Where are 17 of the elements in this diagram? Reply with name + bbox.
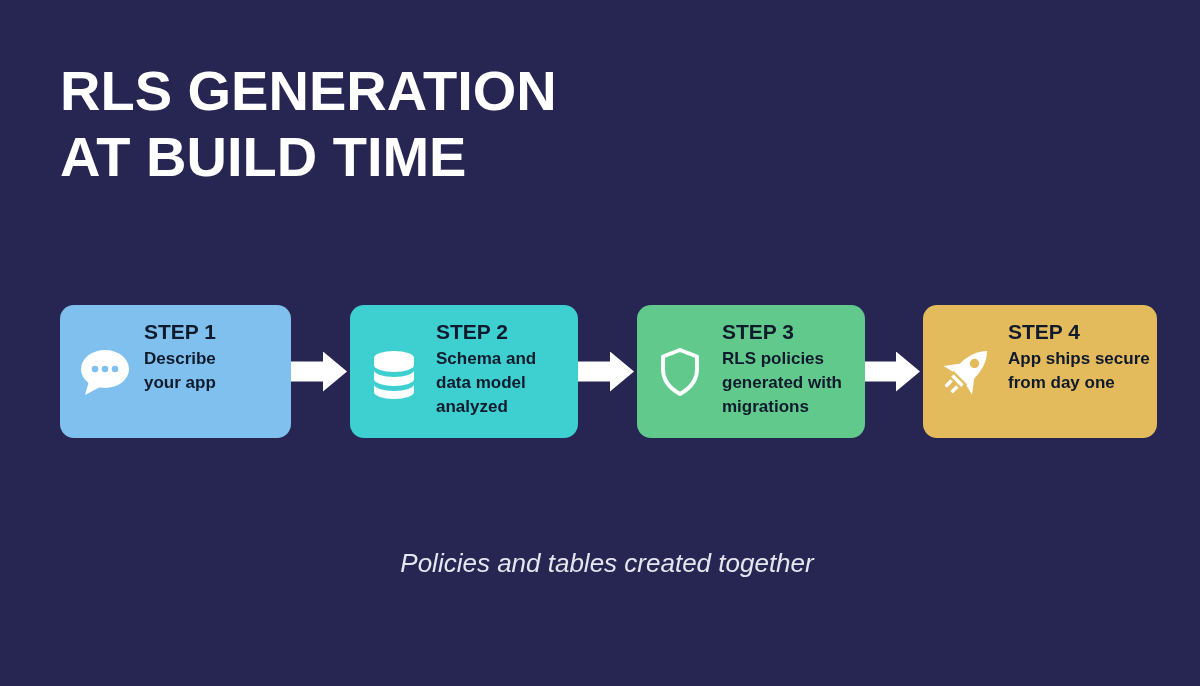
step-description: App ships secure from day one: [1008, 348, 1151, 394]
step-card: [923, 305, 1157, 438]
step-card: [60, 305, 291, 438]
arrow: [865, 351, 920, 392]
step-card: [637, 305, 865, 438]
step-heading: STEP 2: [436, 319, 509, 345]
step-description: RLS policies generated with migrations: [722, 348, 843, 418]
step-heading: STEP 3: [722, 319, 795, 345]
step-heading: STEP 1: [144, 319, 217, 345]
step-description: Schema and data model analyzed: [436, 348, 538, 418]
step-heading: STEP 4: [1008, 319, 1081, 345]
caption: Policies and tables created together: [400, 547, 814, 579]
arrow: [291, 351, 347, 392]
title: RLS GENERATION AT BUILD TIME: [60, 58, 558, 190]
arrow: [578, 351, 634, 392]
step-card: [350, 305, 578, 438]
step-description: Describe your app: [144, 348, 217, 394]
